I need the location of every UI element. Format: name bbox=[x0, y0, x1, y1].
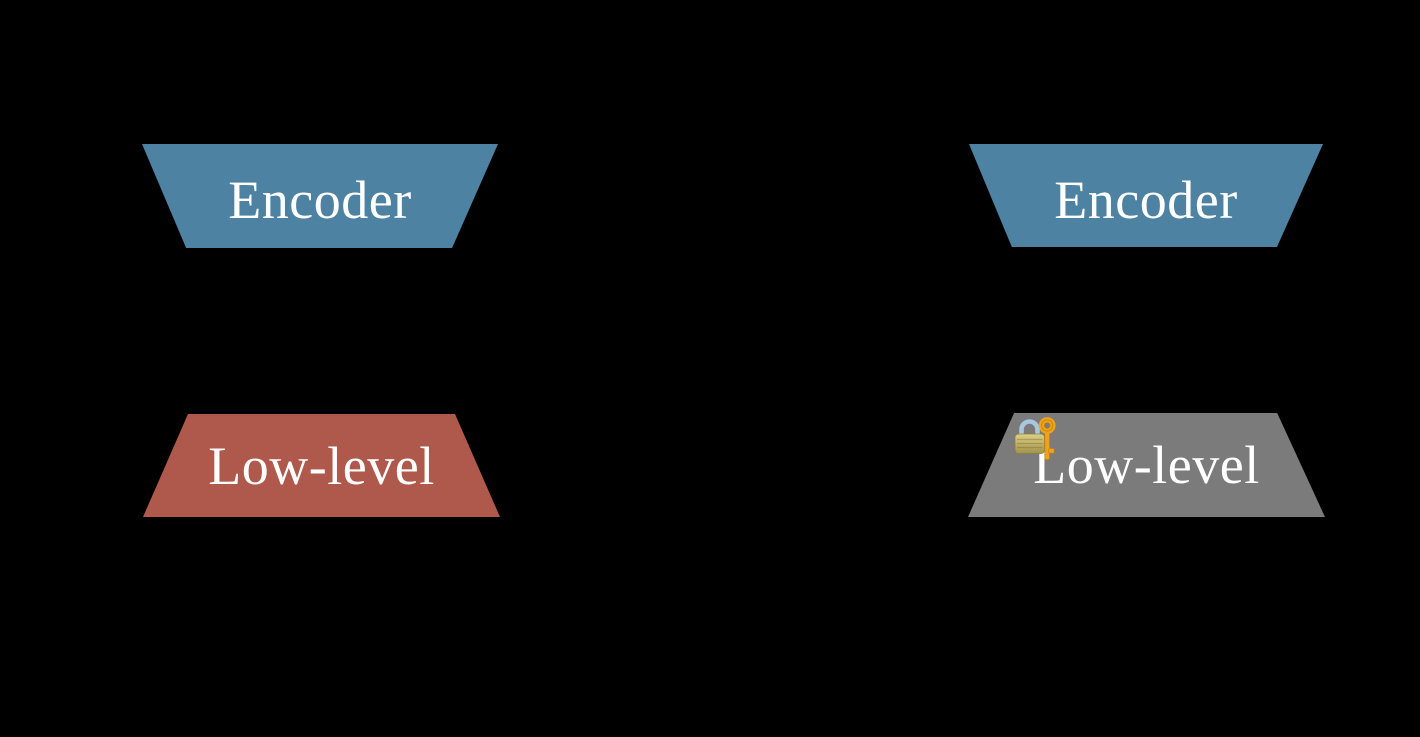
low-level-block-left: Low-level bbox=[143, 414, 500, 517]
closed-lock-with-key-icon bbox=[1014, 415, 1060, 461]
encoder-right-label: Encoder bbox=[1054, 169, 1238, 230]
encoder-block-left: Encoder bbox=[142, 144, 498, 248]
low-level-right-label: Low-level bbox=[1033, 435, 1260, 495]
encoder-block-right: Encoder bbox=[969, 144, 1323, 247]
low-level-left-label: Low-level bbox=[208, 435, 435, 496]
low-level-block-right-frozen: Low-level bbox=[968, 413, 1325, 517]
encoder-left-label: Encoder bbox=[228, 170, 412, 230]
